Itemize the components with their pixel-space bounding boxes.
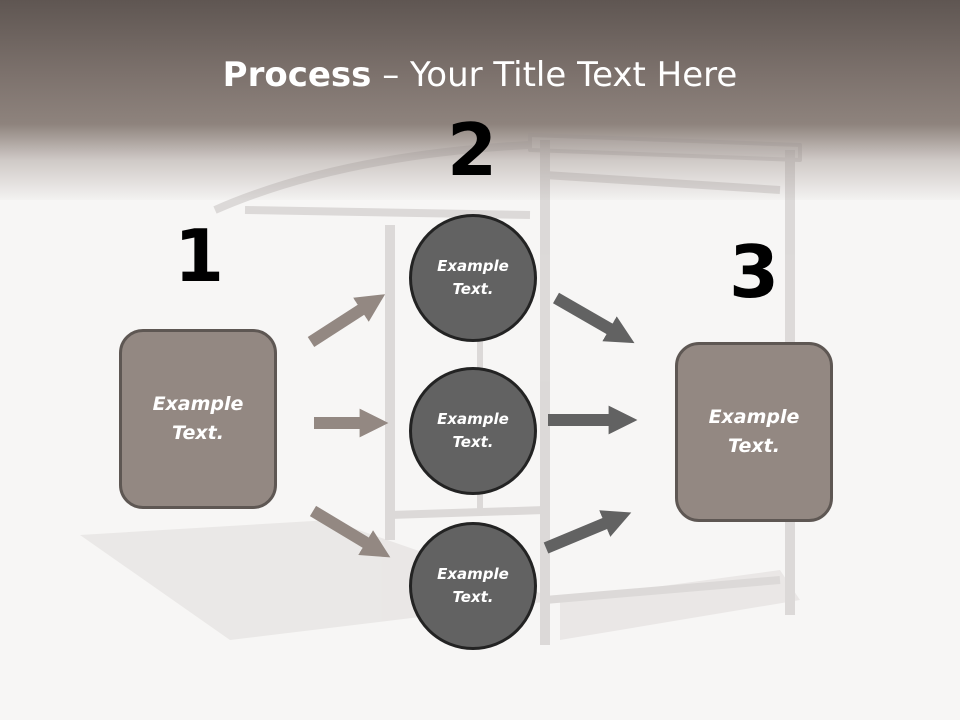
- circle-top-label: Example Text.: [437, 257, 509, 298]
- slide-title: Process – Your Title Text Here: [0, 52, 960, 98]
- header-band: [0, 0, 960, 200]
- arrow-left-to-bottom: [309, 505, 391, 558]
- step-box-right-label: Example Text.: [708, 406, 800, 457]
- title-separator: –: [371, 55, 411, 95]
- title-rest: Your Title Text Here: [410, 55, 738, 95]
- arrow-left-to-top: [307, 294, 386, 348]
- step-box-left-label: Example Text.: [152, 393, 244, 444]
- circle-middle-label: Example Text.: [437, 410, 509, 451]
- title-bold-part: Process: [222, 55, 372, 95]
- step-number-3: 3: [728, 230, 780, 314]
- arrow-top-to-right: [553, 292, 635, 344]
- step-number-2: 2: [446, 108, 498, 192]
- circle-bottom: Example Text.: [409, 522, 537, 650]
- circle-bottom-label: Example Text.: [437, 565, 509, 606]
- circle-top: Example Text.: [409, 214, 537, 342]
- circle-middle: Example Text.: [409, 367, 537, 495]
- arrow-bottom-to-right: [543, 510, 632, 554]
- step-box-right: Example Text.: [675, 342, 833, 522]
- step-number-1: 1: [173, 214, 225, 298]
- step-box-left: Example Text.: [119, 329, 277, 509]
